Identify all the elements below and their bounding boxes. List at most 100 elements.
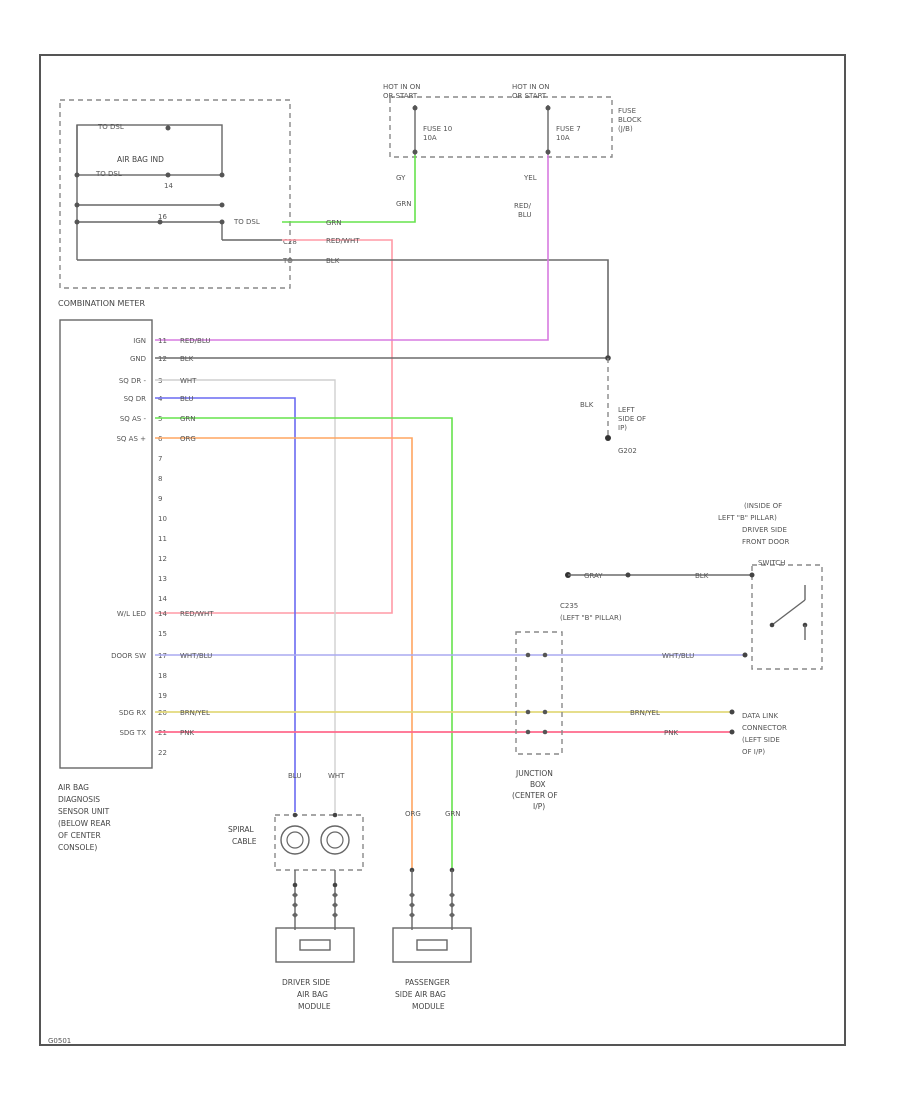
driver-module: DRIVER SIDE AIR BAG MODULE [275, 927, 355, 1011]
wire-pnk: PNK [180, 729, 194, 737]
data-link-b: CONNECTOR [742, 724, 787, 732]
junction-box-c: (CENTER OF [512, 791, 558, 800]
unit-pin-label: SQ DR - [119, 377, 147, 385]
fuse-block-b: BLOCK [618, 116, 642, 124]
unit-pin-label: SDG RX [119, 709, 146, 717]
sensor-unit-label: AIR BAG DIAGNOSIS SENSOR UNIT (BELOW REA… [58, 783, 111, 852]
unit-pin-number: 14 [158, 610, 167, 618]
wire-blu-v: BLU [288, 772, 301, 780]
unit-pin-label: IGN [133, 337, 146, 345]
meter-pin-r3: TO [282, 257, 293, 265]
wire-wht: WHT [180, 377, 197, 385]
wire-brn-yel-r: BRN/YEL [630, 709, 660, 717]
unit-pin-number: 11 [158, 337, 167, 345]
wire-blk-r: BLK [695, 572, 709, 580]
wire-org-v: ORG [405, 810, 421, 818]
combination-meter-box: TO DSL AIR BAG IND TO DSL 14 16 TO DSL C… [58, 99, 297, 308]
unit-pin-number: 15 [158, 630, 167, 638]
unit-pin-number: 13 [158, 575, 167, 583]
unit-pin-number: 5 [158, 415, 162, 423]
meter-pin-2: TO DSL [95, 170, 122, 178]
inside-pillar-c: DRIVER SIDE [742, 526, 787, 534]
spiral-cable-b: CABLE [232, 837, 257, 846]
air-bag-ind-label: AIR BAG IND [117, 155, 164, 164]
c235-b: (LEFT "B" PILLAR) [560, 614, 622, 622]
unit-pin-number: 21 [158, 729, 167, 737]
junction-box-a: JUNCTION [515, 769, 553, 778]
wire-org: ORG [180, 435, 196, 443]
junction-box-d: I/P) [533, 802, 545, 811]
unit-pin-number: 9 [158, 495, 162, 503]
top-wires: GY GRN GRN RED/WHT BLK YEL RED/ BLU [155, 155, 609, 614]
wire-red-blu: RED/BLU [180, 337, 211, 345]
unit-pin-label: DOOR SW [111, 652, 146, 660]
unit-pin-number: 12 [158, 555, 167, 563]
left-side-ip-d: G202 [618, 447, 637, 455]
unit-pin-number: 3 [158, 377, 162, 385]
inside-pillar-e: SWITCH [758, 559, 785, 567]
wire-gy: GY [396, 174, 406, 182]
unit-pin-number: 22 [158, 749, 167, 757]
svg-text:AIR BAG: AIR BAG [297, 990, 328, 999]
fuse-block: HOT IN ON OR START HOT IN ON OR START FU… [383, 83, 642, 158]
unit-pin-number: 18 [158, 672, 167, 680]
hot-label-2a: HOT IN ON [512, 83, 550, 91]
unit-pin-number: 4 [158, 395, 163, 403]
wire-pnk-r: PNK [664, 729, 678, 737]
wire-blu: BLU [180, 395, 193, 403]
unit-pin-number: 14 [158, 595, 167, 603]
svg-text:OF CENTER: OF CENTER [58, 831, 101, 840]
fuse7-a: FUSE 7 [556, 125, 581, 133]
meter-pin-4: 16 [158, 213, 167, 221]
wire-blk-top: BLK [326, 257, 340, 265]
wire-brn-yel: BRN/YEL [180, 709, 210, 717]
wire-red-blu-v1: RED/ [514, 202, 532, 210]
unit-pin-label: SQ DR [124, 395, 147, 403]
spiral-cable-a: SPIRAL [228, 825, 255, 834]
unit-pin-number: 8 [158, 475, 162, 483]
c235-a: C235 [560, 602, 578, 610]
hot-label-1b: OR START [383, 92, 418, 100]
wire-yel: YEL [523, 174, 537, 182]
wire-blk-gnd: BLK [180, 355, 194, 363]
passenger-wires: ORG GRN [405, 810, 461, 930]
svg-text:SENSOR UNIT: SENSOR UNIT [58, 807, 110, 816]
wire-wht-blu: WHT/BLU [180, 652, 212, 660]
fuse-block-a: FUSE [618, 107, 636, 115]
wire-grn-v2: GRN [445, 810, 461, 818]
unit-pin-label: SQ AS - [120, 415, 147, 423]
svg-text:CONSOLE): CONSOLE) [58, 843, 97, 852]
unit-pin-number: 7 [158, 455, 162, 463]
unit-pin-number: 6 [158, 435, 163, 443]
svg-text:DRIVER SIDE: DRIVER SIDE [282, 978, 330, 987]
unit-pin-label: GND [130, 355, 146, 363]
unit-pin-number: 20 [158, 709, 167, 717]
svg-text:SIDE AIR BAG: SIDE AIR BAG [395, 990, 446, 999]
fuse10-a: FUSE 10 [423, 125, 452, 133]
meter-pin-r2: C28 [283, 238, 297, 246]
unit-pin-number: 19 [158, 692, 167, 700]
left-side-ip-c: IP) [618, 424, 627, 432]
fuse7-b: 10A [556, 134, 570, 142]
meter-pin-1: TO DSL [97, 123, 124, 131]
wire-grn: GRN [180, 415, 196, 423]
hot-label-1a: HOT IN ON [383, 83, 421, 91]
fuse-block-c: (J/B) [618, 125, 633, 133]
inside-pillar-d: FRONT DOOR [742, 538, 790, 546]
svg-text:AIR BAG: AIR BAG [58, 783, 89, 792]
wire-grn-top: GRN [326, 219, 342, 227]
data-link-c: (LEFT SIDE [742, 736, 780, 744]
left-side-ip-a: LEFT [618, 406, 635, 414]
left-side-ip-b: SIDE OF [618, 415, 646, 423]
unit-pin-label: SDG TX [119, 729, 146, 737]
unit-pin-number: 12 [158, 355, 167, 363]
wire-wht-v: WHT [328, 772, 345, 780]
wire-gray: GRAY [584, 572, 603, 580]
junction-box-b: BOX [530, 780, 546, 789]
meter-pin-r1: TO DSL [233, 218, 260, 226]
wire-grn-v: GRN [396, 200, 412, 208]
junction-box: C235 (LEFT "B" PILLAR) JUNCTION BOX (CEN… [512, 602, 622, 811]
diagram-id: G0501 [48, 1037, 71, 1045]
